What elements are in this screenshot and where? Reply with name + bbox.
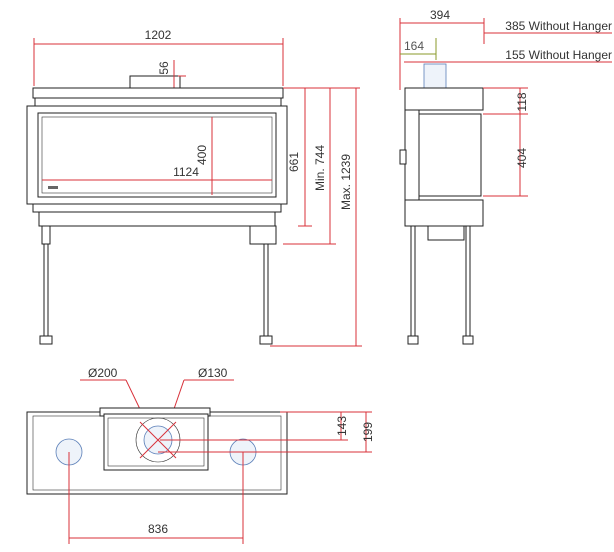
front-width-label: 1202 [145, 28, 172, 42]
front-min-height-label: Min. 744 [313, 145, 327, 191]
front-max-height-label: Max. 1239 [339, 154, 353, 210]
inner-flue-diameter-label: Ø130 [198, 366, 228, 380]
top-flue-offset-label: 143 [335, 416, 349, 436]
side-glass-height-label: 404 [515, 148, 529, 168]
top-outer-offset-label: 199 [361, 422, 375, 442]
side-depth-label: 394 [430, 8, 450, 22]
front-glass-width-label: 1124 [173, 165, 199, 179]
front-view: 1202 56 400 1124 661 Min. 744 [26, 28, 362, 347]
side-flue-depth-no-hanger-label: 155 Without Hanger [505, 48, 612, 62]
outer-flue-diameter-label: Ø200 [88, 366, 118, 380]
side-top-offset-label: 118 [515, 92, 529, 111]
top-leg-spacing-label: 836 [148, 522, 168, 536]
front-flue-offset-label: 56 [157, 61, 171, 75]
side-flue-depth-label: 164 [404, 39, 424, 53]
front-height-label: 661 [287, 152, 301, 172]
side-depth-no-hanger-label: 385 Without Hanger [505, 19, 612, 33]
top-view: Ø200 Ø130 143 199 836 [26, 366, 375, 544]
side-view: 394 385 Without Hanger 164 155 Without H… [399, 8, 612, 345]
front-glass-height-label: 400 [195, 145, 209, 165]
